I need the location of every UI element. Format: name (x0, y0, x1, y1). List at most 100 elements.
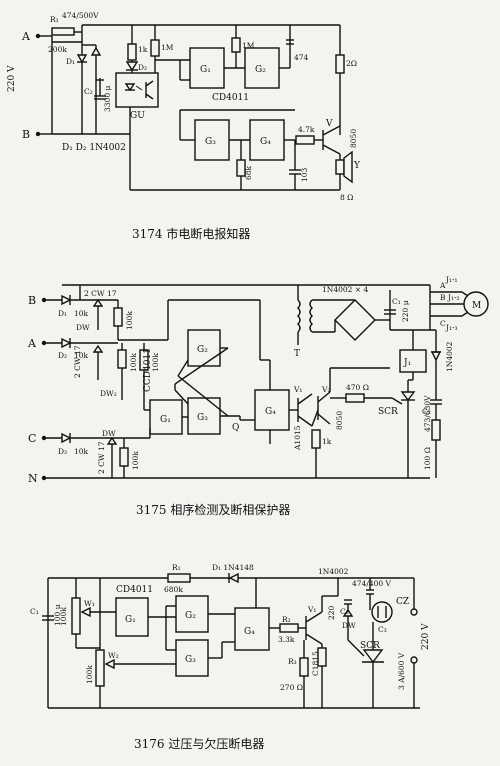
gate-g1: G₁ (125, 615, 136, 625)
c2-label: C₂ (84, 87, 93, 96)
gate-g4: G₄ (265, 407, 276, 417)
r1-value-label: 200k (48, 45, 67, 54)
d2-label: D₂ (58, 351, 67, 360)
r1-label: R₁ (172, 563, 181, 572)
caption-3174: 3174 市电断电报知器 (132, 226, 250, 241)
scr-label: SCR (360, 641, 380, 651)
transformer-t-label: T (294, 349, 300, 359)
d3-label: D₃ (58, 447, 67, 456)
gate-g4: G₄ (244, 627, 255, 637)
transistor-8050-label: 8050 (349, 129, 358, 148)
r100k-2: 100k (129, 353, 138, 372)
r-1k-label: 1k (322, 437, 332, 446)
r1-rating-label: 474/500V (62, 11, 99, 20)
c1-label: C₁ (30, 607, 39, 616)
r-1k-label: 1k (138, 45, 148, 54)
c-103-label: 103 (300, 167, 309, 182)
dw3-label: DW (102, 429, 116, 438)
caption-3176: 3176 过压与欠压断电器 (134, 736, 264, 751)
gate-g2: G₂ (185, 611, 196, 621)
zener-cw17-2: 2 CW 17 (73, 345, 82, 378)
motor-phase-b: B (440, 293, 446, 302)
motor-phase-a: A (439, 281, 446, 290)
transistor-v-label: V (325, 119, 333, 129)
gu-label: GU (130, 111, 145, 121)
gate-g3: G₃ (197, 413, 208, 423)
terminal-b: B (28, 294, 36, 307)
r1-label: R₁ (50, 15, 59, 24)
r-100k-a-label: 100k (59, 607, 68, 626)
diode-part-label: D₁ D₂ 1N4002 (62, 143, 126, 153)
output-q: Q (232, 423, 239, 433)
c1815-label: C1815 (311, 651, 320, 676)
c3-label: C₃ (378, 625, 387, 634)
motor-contact-j1: J₁-₁ (445, 275, 458, 284)
v1-label: V₁ (293, 385, 302, 394)
r2-label: R₂ (282, 615, 291, 624)
r-470-label: 470 Ω (346, 383, 369, 392)
r10k-2: 10k (74, 351, 89, 360)
dw2-label: DW₂ (100, 389, 117, 398)
gate-g2: G₂ (197, 345, 208, 355)
r100k-1: 100k (125, 311, 134, 330)
gate-g1: G₁ (200, 65, 211, 75)
t-8050-label: 8050 (335, 411, 344, 430)
r-220-label: 220 (327, 605, 336, 620)
terminal-b: B (22, 128, 30, 141)
r10k-1: 10k (74, 309, 89, 318)
r100k-3: 100k (151, 353, 160, 372)
motor-contact-j3: J₁-₃ (445, 323, 458, 332)
d1-label: D₁ (66, 57, 75, 66)
a1015-label: A1015 (293, 425, 302, 451)
gate-g4: G₄ (260, 137, 271, 147)
r-100ohm-label: 100 Ω (423, 447, 432, 470)
speaker-ohm-label: 8 Ω (340, 193, 353, 202)
gate-g3: G₃ (185, 655, 196, 665)
r-47k-label: 4.7k (298, 125, 315, 134)
r1-value-label: 680k (164, 585, 183, 594)
motor-contact-j2: J₁-₂ (447, 293, 460, 302)
w2-label: W₂ (108, 651, 119, 660)
gate-g2: G₂ (255, 65, 266, 75)
zener-cw17-3: 2 CW 17 (97, 441, 106, 474)
speaker-y-label: Y (353, 161, 361, 171)
c1-label: C₁ (392, 297, 401, 306)
relay-j1-label: J₁ (403, 358, 411, 368)
chip-label: CD4011 (212, 93, 249, 103)
c1-value-label: 220 μ (401, 300, 410, 322)
r-68k-label: 68k (244, 165, 253, 180)
terminal-a: A (27, 337, 37, 350)
r-100k-b-label: 100k (85, 665, 94, 684)
terminal-n: N (28, 472, 38, 485)
chip-label: CCD4011 (143, 348, 153, 392)
bridge-label: 1N4002 × 4 (322, 285, 368, 294)
gate-g1: G₁ (160, 415, 171, 425)
caption-3175: 3175 相序检测及断相保护器 (136, 502, 290, 517)
motor-label: M (472, 301, 481, 311)
diagram-3175: B A C N 2 CW 17 2 CW 17 2 CW 17 D₁ D₂ D₃… (27, 275, 489, 517)
r-1m-a-label: 1M (161, 43, 174, 52)
c3-value-label: 474/400 V (352, 579, 392, 588)
d1-label: D₁ (58, 309, 67, 318)
c2-label: C₂ (340, 607, 349, 616)
c2-value-label: 473/630V (423, 395, 432, 432)
r-2ohm-label: 2Ω (346, 59, 357, 68)
r3-value-label: 270 Ω (280, 683, 303, 692)
c2-value-label: 3300 μ (103, 86, 112, 112)
dw-label: DW (342, 621, 356, 630)
r3-label: R₃ (288, 657, 297, 666)
r100k-4: 100k (131, 451, 140, 470)
r2-value-label: 3.3k (278, 635, 295, 644)
r10k-3: 10k (74, 447, 89, 456)
chip-label: CD4011 (116, 585, 153, 595)
motor-phase-c: C (440, 319, 446, 328)
w1-label: W₁ (84, 599, 95, 608)
diagram-3176: C₁ 100 μ 100k W₁ W₂ 100k CD4011 G₁ G₂ G₃… (30, 563, 431, 751)
c-474-label: 474 (294, 53, 309, 62)
r-1m-b-label: 1M (242, 41, 255, 50)
scr-label: SCR (378, 407, 398, 417)
gate-g3: G₃ (205, 137, 216, 147)
dw1-label: DW (76, 323, 90, 332)
c2-label: C₂ (422, 407, 431, 416)
